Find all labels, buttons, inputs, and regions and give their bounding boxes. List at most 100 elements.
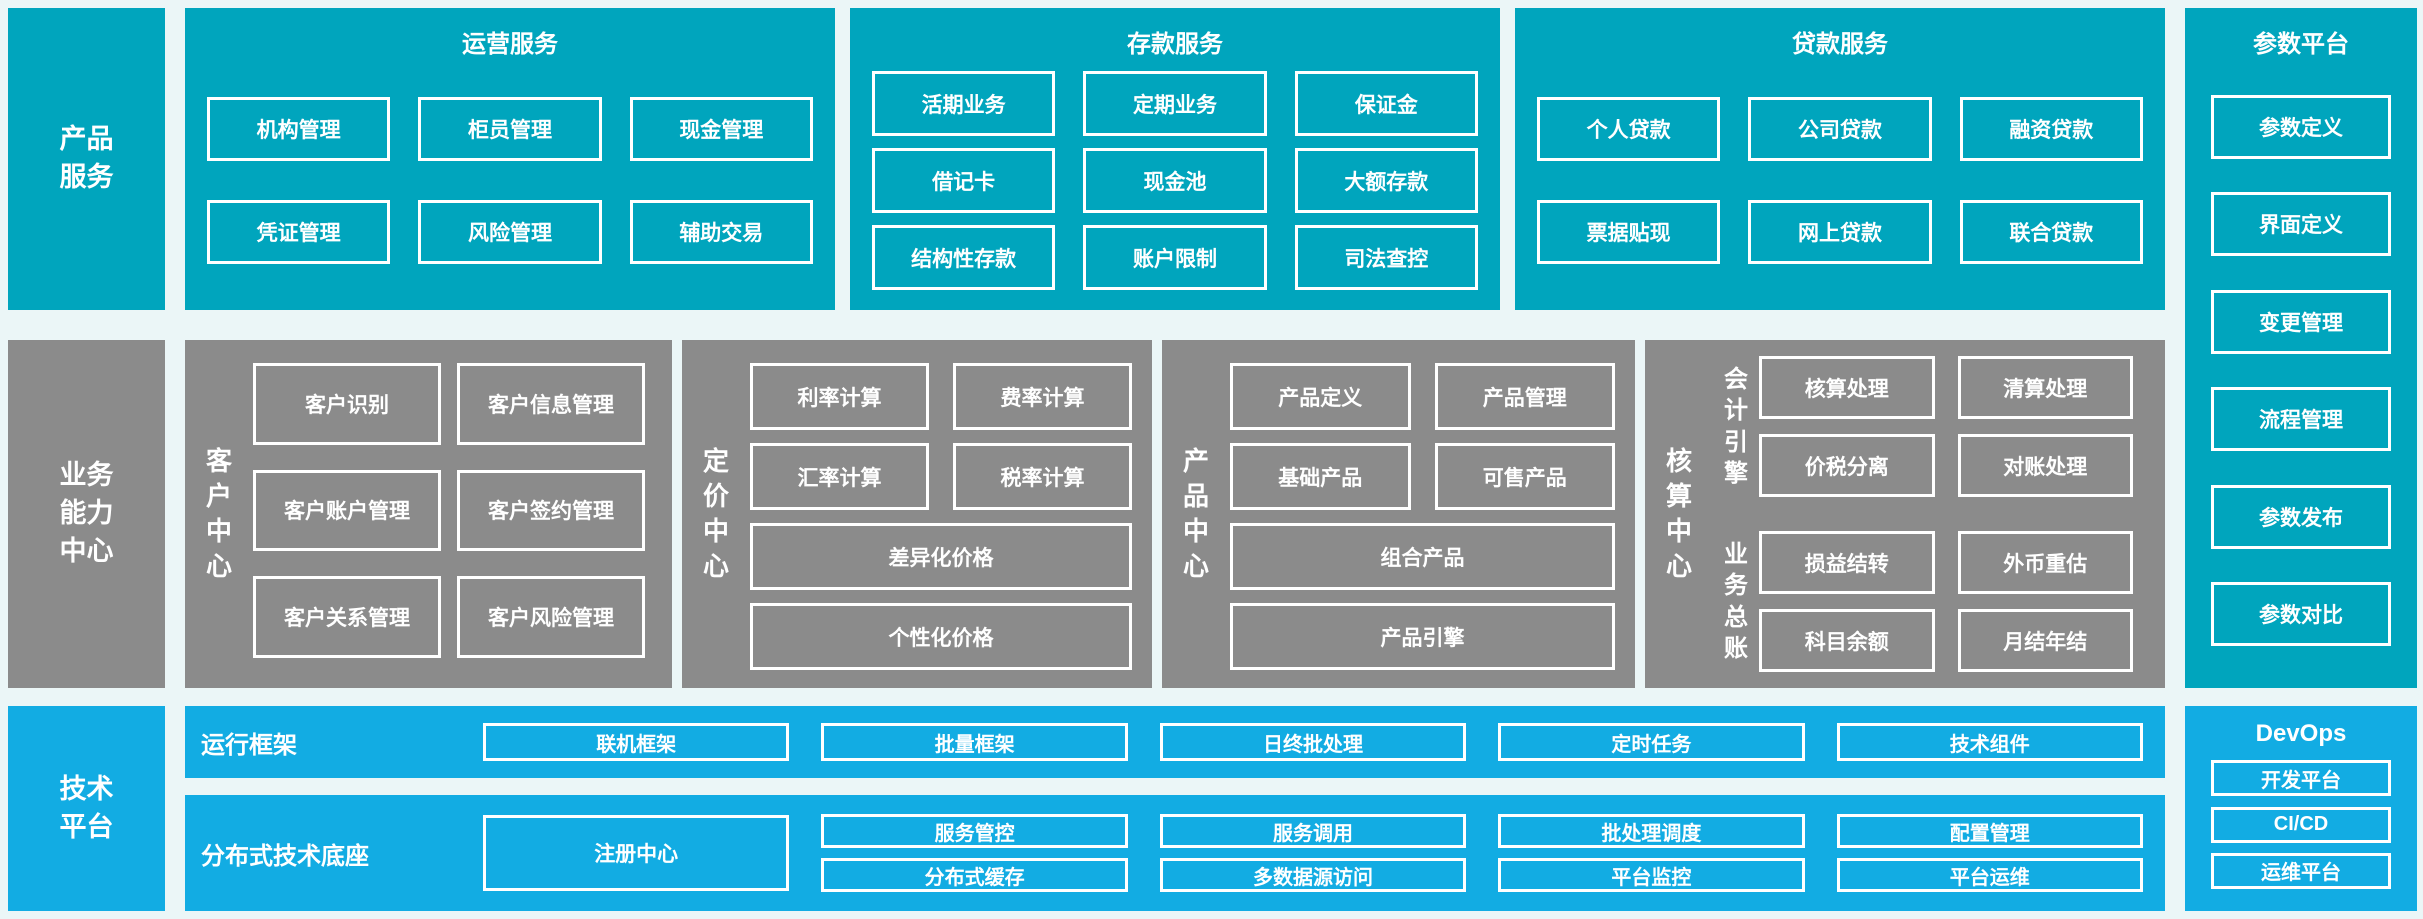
box-auxiliary-transaction: 辅助交易 <box>629 199 813 264</box>
box-judicial-inquiry: 司法查控 <box>1294 225 1478 290</box>
devops-title: DevOps <box>2255 720 2347 747</box>
business-ledger-group: 业务总账 损益结转 外币重估 科目余额 月结年结 <box>1713 531 2133 672</box>
box-foreign-currency-revaluation: 外币重估 <box>1957 531 2133 594</box>
pricing-pair-row: 利率计算 费率计算 <box>750 363 1132 430</box>
box-profit-loss-carryover: 损益结转 <box>1759 531 1935 594</box>
box-structured-deposit: 结构性存款 <box>872 225 1056 290</box>
business-ledger-label-text: 业务总账 <box>1724 541 1748 662</box>
panel-pricing-center: 定价中心 利率计算 费率计算 汇率计算 税率计算 差异化价格 个性化价格 <box>682 340 1152 688</box>
accounting-engine-grid: 核算处理 清算处理 价税分离 对账处理 <box>1759 356 2133 497</box>
pricing-body: 利率计算 费率计算 汇率计算 税率计算 差异化价格 个性化价格 <box>750 340 1152 688</box>
box-subject-balance: 科目余额 <box>1759 609 1935 672</box>
box-demand-deposit: 活期业务 <box>872 71 1056 136</box>
panel-accounting-center: 核算中心 会计引擎 核算处理 清算处理 价税分离 对账处理 业务总账 <box>1645 340 2165 688</box>
side-label-column: 产品服务 业务能力中心 技术平台 <box>8 8 165 911</box>
panel-parameter-platform: 参数平台 参数定义 界面定义 变更管理 流程管理 参数发布 参数对比 <box>2185 8 2417 688</box>
deposit-grid: 活期业务 定期业务 保证金 借记卡 现金池 大额存款 结构性存款 账户限制 司法… <box>850 59 1500 310</box>
distributed-pair-column: 服务调用 多数据源访问 <box>1159 814 1467 892</box>
box-online-loan: 网上贷款 <box>1748 199 1932 264</box>
accounting-engine-group: 会计引擎 核算处理 清算处理 价税分离 对账处理 <box>1713 356 2133 497</box>
side-label-product-services: 产品服务 <box>8 8 165 310</box>
box-batch-scheduling: 批处理调度 <box>1498 814 1805 848</box>
box-bill-discount: 票据贴现 <box>1537 199 1721 264</box>
side-label-business-capability-center: 业务能力中心 <box>8 340 165 688</box>
business-capability-row: 客户中心 客户识别 客户信息管理 客户账户管理 客户签约管理 客户关系管理 客户… <box>185 340 2165 688</box>
box-tax-rate-calc: 税率计算 <box>953 443 1132 510</box>
box-change-management: 变更管理 <box>2211 289 2391 354</box>
panel-loan-services: 贷款服务 个人贷款 公司贷款 融资贷款 票据贴现 网上贷款 联合贷款 <box>1515 8 2165 310</box>
box-distributed-cache: 分布式缓存 <box>821 858 1128 892</box>
box-customer-account-management: 客户账户管理 <box>253 469 441 552</box>
operations-grid: 机构管理 柜员管理 现金管理 凭证管理 风险管理 辅助交易 <box>185 59 835 310</box>
box-sellable-product: 可售产品 <box>1434 443 1615 510</box>
box-batch-framework: 批量框架 <box>821 723 1128 761</box>
business-ledger-grid: 损益结转 外币重估 科目余额 月结年结 <box>1759 531 2133 672</box>
pricing-center-label: 定价中心 <box>682 340 750 688</box>
distributed-tech-base-label: 分布式技术底座 <box>201 842 369 870</box>
box-large-deposit: 大额存款 <box>1294 148 1478 213</box>
box-institution-management: 机构管理 <box>207 97 391 162</box>
box-customer-identification: 客户识别 <box>253 363 441 445</box>
box-combined-product: 组合产品 <box>1230 523 1615 590</box>
box-cash-pool: 现金池 <box>1083 148 1267 213</box>
box-platform-monitoring: 平台监控 <box>1498 858 1805 892</box>
panel-deposit-services: 存款服务 活期业务 定期业务 保证金 借记卡 现金池 大额存款 结构性存款 账户… <box>850 8 1500 310</box>
box-customer-risk-management: 客户风险管理 <box>457 576 645 658</box>
box-personalized-pricing: 个性化价格 <box>750 603 1132 670</box>
business-ledger-label: 业务总账 <box>1713 531 1759 672</box>
box-teller-management: 柜员管理 <box>418 97 602 162</box>
customer-center-label-text: 客户中心 <box>205 445 232 582</box>
pricing-wide-row: 个性化价格 <box>750 603 1132 670</box>
devops-body: 开发平台 CI/CD 运维平台 <box>2185 748 2417 911</box>
pricing-center-label-text: 定价中心 <box>702 445 729 582</box>
box-parameter-definition: 参数定义 <box>2211 94 2391 159</box>
box-debit-card: 借记卡 <box>872 148 1056 213</box>
box-online-framework: 联机框架 <box>483 723 790 761</box>
box-product-definition: 产品定义 <box>1230 363 1411 430</box>
product-pair-row: 产品定义 产品管理 <box>1230 363 1615 430</box>
box-differentiated-pricing: 差异化价格 <box>750 523 1132 590</box>
box-fee-rate-calc: 费率计算 <box>953 363 1132 430</box>
box-customer-relationship-management: 客户关系管理 <box>253 576 441 658</box>
box-accounting-processing: 核算处理 <box>1759 356 1935 419</box>
side-label-tech-platform-text: 技术平台 <box>59 773 114 842</box>
box-platform-operations: 平台运维 <box>1836 858 2143 892</box>
box-price-tax-separation: 价税分离 <box>1759 434 1935 497</box>
pricing-pair-row: 汇率计算 税率计算 <box>750 443 1132 510</box>
box-product-management: 产品管理 <box>1434 363 1615 430</box>
box-parameter-release: 参数发布 <box>2211 484 2391 549</box>
box-account-restriction: 账户限制 <box>1083 225 1267 290</box>
panel-title-loan: 贷款服务 <box>1792 31 1888 58</box>
accounting-engine-label: 会计引擎 <box>1713 356 1759 497</box>
side-label-business-capability-text: 业务能力中心 <box>59 460 114 566</box>
box-operations-platform: 运维平台 <box>2211 852 2391 889</box>
box-time-deposit: 定期业务 <box>1083 71 1267 136</box>
product-body: 产品定义 产品管理 基础产品 可售产品 组合产品 产品引擎 <box>1230 340 1635 688</box>
panel-customer-center: 客户中心 客户识别 客户信息管理 客户账户管理 客户签约管理 客户关系管理 客户… <box>185 340 672 688</box>
box-scheduled-task: 定时任务 <box>1498 723 1805 761</box>
box-ci-cd: CI/CD <box>2211 806 2391 843</box>
box-service-invocation: 服务调用 <box>1159 814 1467 848</box>
box-product-engine: 产品引擎 <box>1230 603 1615 670</box>
panel-product-center: 产品中心 产品定义 产品管理 基础产品 可售产品 组合产品 产品引擎 <box>1162 340 1635 688</box>
box-multi-datasource-access: 多数据源访问 <box>1159 858 1467 892</box>
box-month-year-end-closing: 月结年结 <box>1957 609 2133 672</box>
box-eod-batch-processing: 日终批处理 <box>1159 723 1467 761</box>
box-interest-rate-calc: 利率计算 <box>750 363 929 430</box>
box-corporate-loan: 公司贷款 <box>1748 97 1932 162</box>
parameter-platform-body: 参数定义 界面定义 变更管理 流程管理 参数发布 参数对比 <box>2185 59 2417 688</box>
product-center-label-text: 产品中心 <box>1182 445 1209 582</box>
box-reconciliation-processing: 对账处理 <box>1957 434 2133 497</box>
box-cash-management: 现金管理 <box>629 97 813 162</box>
accounting-center-label-text: 核算中心 <box>1665 445 1692 582</box>
loan-grid: 个人贷款 公司贷款 融资贷款 票据贴现 网上贷款 联合贷款 <box>1515 59 2165 310</box>
product-pair-row: 基础产品 可售产品 <box>1230 443 1615 510</box>
panel-distributed-tech-base: 分布式技术底座 注册中心 服务管控 分布式缓存 服务调用 多数据源访问 批处理调… <box>185 795 2165 911</box>
side-label-product-services-text: 产品服务 <box>59 124 114 192</box>
box-interface-definition: 界面定义 <box>2211 192 2391 257</box>
distributed-pair-column: 批处理调度 平台监控 <box>1498 814 1805 892</box>
parameter-platform-title: 参数平台 <box>2253 31 2349 58</box>
distributed-pair-column: 服务管控 分布式缓存 <box>821 814 1128 892</box>
pricing-wide-row: 差异化价格 <box>750 523 1132 590</box>
